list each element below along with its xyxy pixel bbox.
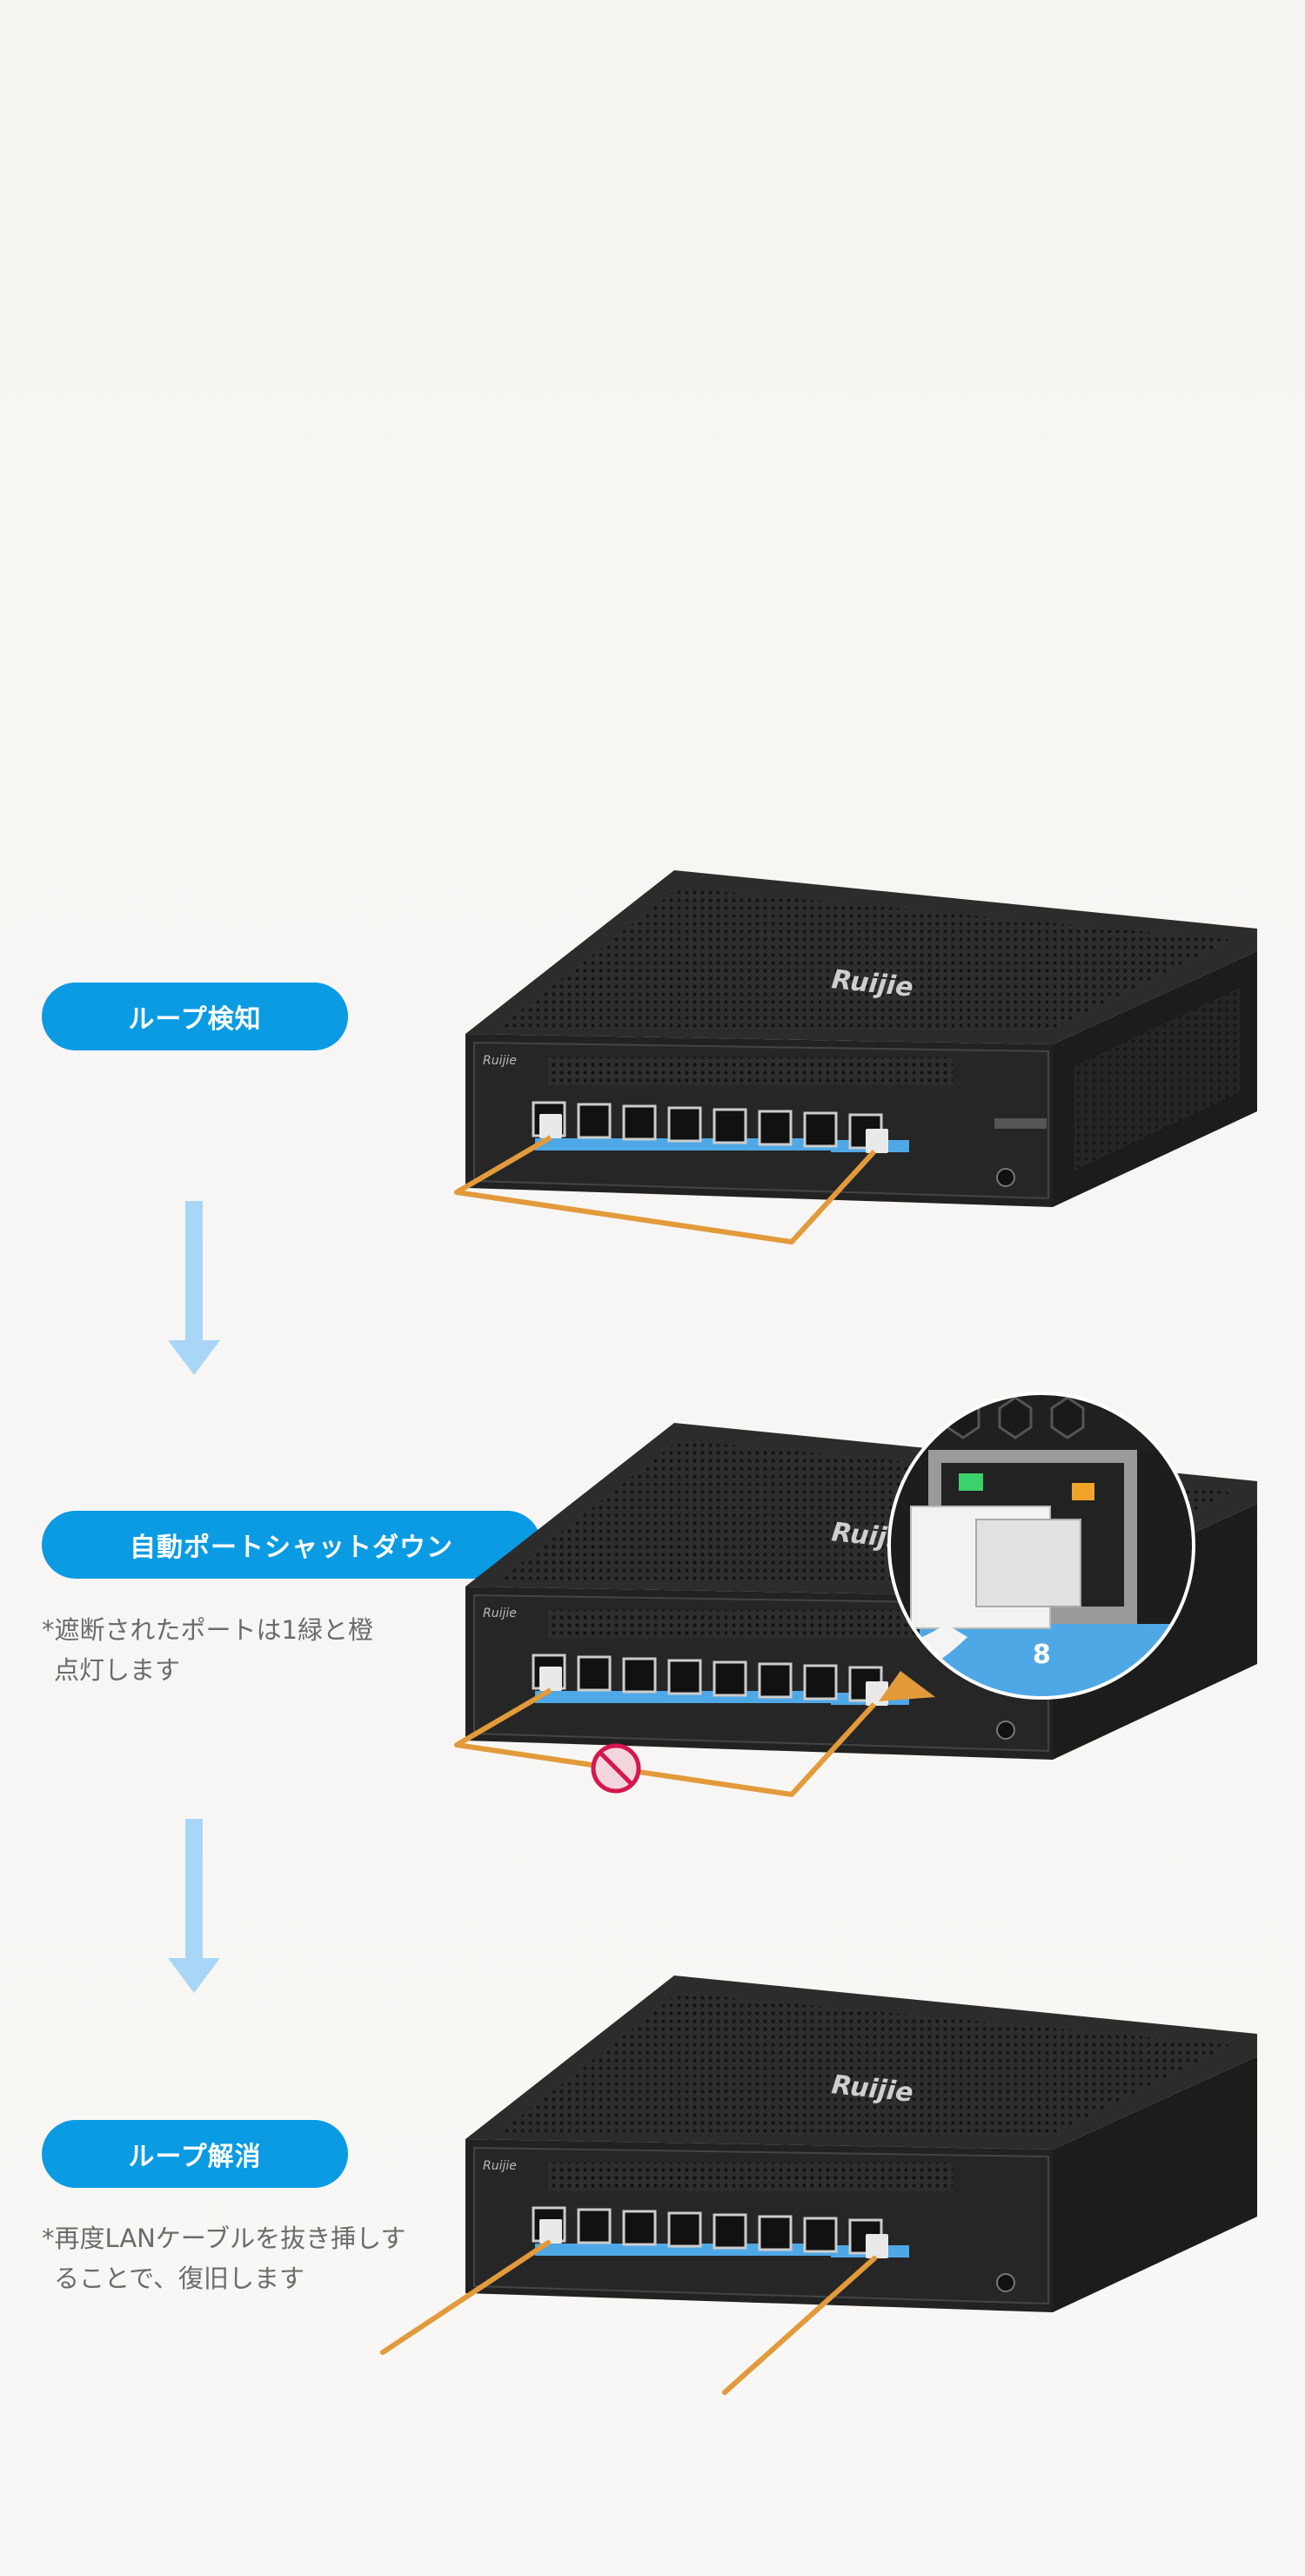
down-arrow-icon [168, 1819, 220, 1993]
prohibited-icon [591, 1743, 641, 1794]
switch-illustration: Ruijie Ruijie [380, 1976, 1257, 2395]
step-2-note-line-2: 点灯します [54, 1655, 181, 1685]
step-3-pill: ループ解消 [42, 2120, 348, 2188]
switch-step-1: Ruijie Ruijie [448, 857, 1266, 1249]
step-2-note: *遮断されたポートは1緑と橙 点灯します [42, 1610, 373, 1690]
brand-logo-front: Ruijie [483, 1054, 517, 1068]
step-1-label: ループ検知 [128, 1004, 262, 1035]
down-arrow-icon [168, 1201, 220, 1375]
port-zoom-callout: 8 [887, 1392, 1195, 1700]
step-3-note-line-1: *再度LANケーブルを抜き挿しす [42, 2224, 406, 2253]
brand-logo-front: Ruijie [483, 1607, 517, 1620]
step-3-note: *再度LANケーブルを抜き挿しす ることで、復旧します [42, 2218, 406, 2298]
step-3-note-line-2: ることで、復旧します [54, 2264, 304, 2293]
zoom-port-number: 8 [1033, 1640, 1051, 1670]
step-2-label: 自動ポートシャットダウン [130, 1533, 453, 1563]
switch-step-3: Ruijie Ruijie [380, 1962, 1266, 2395]
switch-illustration: Ruijie Ruijie [454, 870, 1257, 1244]
step-1-pill: ループ検知 [42, 983, 348, 1050]
step-3-label: ループ解消 [128, 2142, 262, 2172]
brand-logo-front: Ruijie [483, 2159, 517, 2173]
step-2-pill: 自動ポートシャットダウン [42, 1511, 541, 1579]
step-2-note-line-1: *遮断されたポートは1緑と橙 [42, 1615, 373, 1645]
